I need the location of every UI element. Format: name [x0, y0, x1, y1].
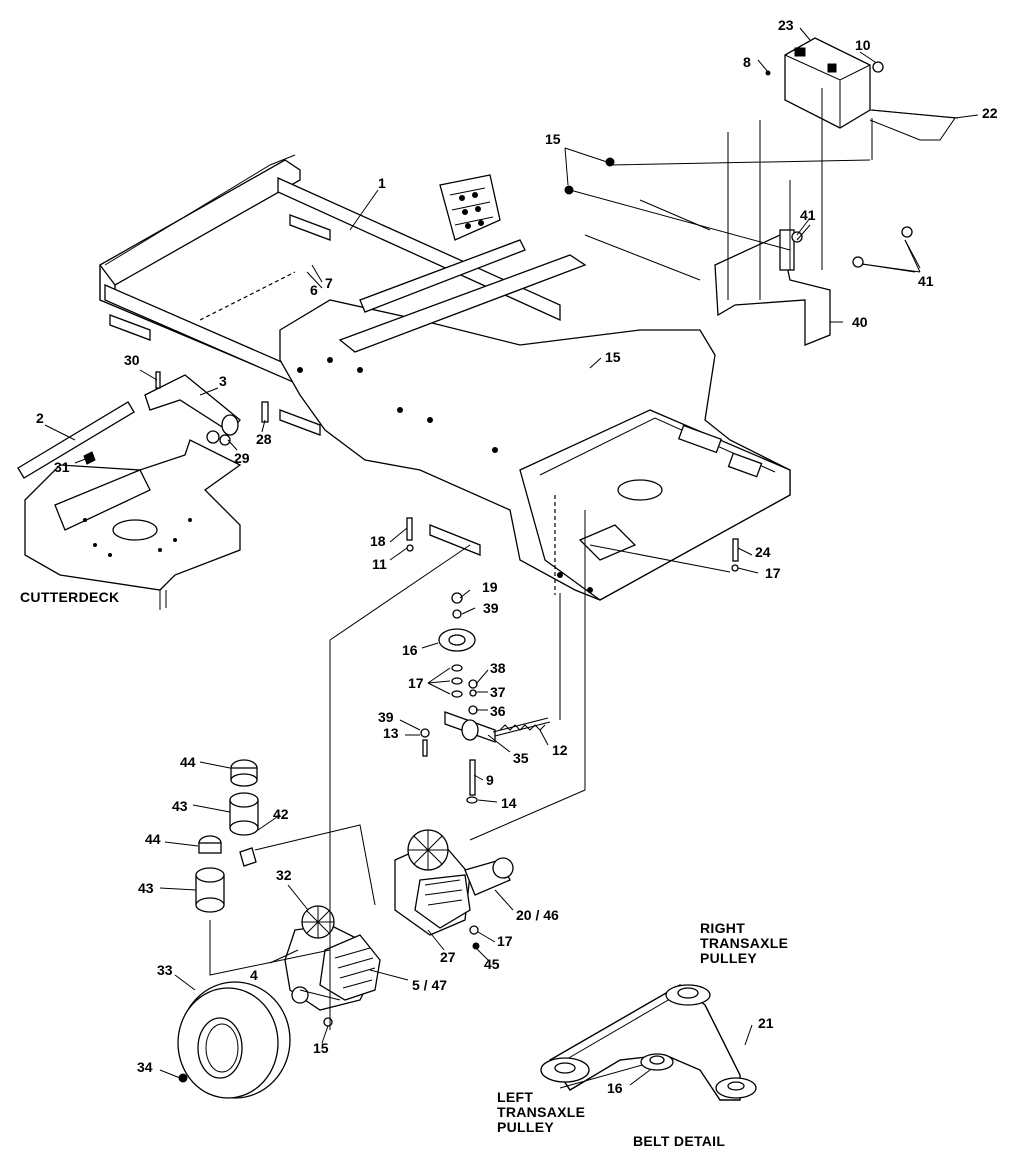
callout-17-idler: 17 [408, 675, 424, 691]
caster-wheels [195, 759, 259, 913]
callout-15-bottom: 15 [313, 1040, 329, 1056]
callout-21: 21 [758, 1015, 774, 1031]
cutterdeck [24, 439, 242, 610]
leader-lines [44, 27, 979, 1086]
callout-11: 11 [372, 556, 387, 572]
callout-15-mid: 15 [605, 349, 621, 365]
callout-labels: 1 2 3 4 5 / 47 6 7 8 9 10 11 12 13 14 15… [36, 17, 998, 1096]
callout-44-lower: 44 [145, 831, 161, 847]
callout-42: 42 [273, 806, 289, 822]
idler-assembly [406, 517, 739, 804]
callout-34: 34 [137, 1059, 153, 1075]
callout-2: 2 [36, 410, 44, 426]
callout-36: 36 [490, 703, 506, 719]
callout-3: 3 [219, 373, 227, 389]
callout-9: 9 [486, 772, 494, 788]
left-transaxle [284, 905, 381, 1027]
callout-41-right: 41 [918, 273, 934, 289]
right-transaxle [394, 829, 514, 950]
drive-tire [177, 981, 291, 1099]
callout-24: 24 [755, 544, 771, 560]
callout-17-axle: 17 [497, 933, 513, 949]
callout-27: 27 [440, 949, 456, 965]
callout-45: 45 [484, 956, 500, 972]
callout-32: 32 [276, 867, 292, 883]
callout-17-frame: 17 [765, 565, 781, 581]
main-frame [99, 154, 791, 601]
callout-23: 23 [778, 17, 794, 33]
deck-lift-linkage [17, 371, 269, 479]
callout-8: 8 [743, 54, 751, 70]
callout-12: 12 [552, 742, 568, 758]
callout-31: 31 [54, 459, 70, 475]
callout-37: 37 [490, 684, 506, 700]
callout-16-belt: 16 [607, 1080, 623, 1096]
callout-30: 30 [124, 352, 140, 368]
callout-4: 4 [250, 967, 258, 983]
callout-6: 6 [310, 282, 318, 298]
callout-1: 1 [378, 175, 386, 191]
callout-7: 7 [325, 275, 333, 291]
callout-35: 35 [513, 750, 529, 766]
callout-5-47: 5 / 47 [412, 977, 447, 993]
callout-15-top: 15 [545, 131, 561, 147]
callout-41-top: 41 [800, 207, 816, 223]
callout-18: 18 [370, 533, 386, 549]
callout-38: 38 [490, 660, 506, 676]
callout-44-upper: 44 [180, 754, 196, 770]
reference-lines [199, 88, 921, 1030]
left-pulley-caption-line-1: LEFT [497, 1089, 533, 1105]
callout-14: 14 [501, 795, 517, 811]
right-pulley-caption-line-1: RIGHT [700, 920, 745, 936]
callout-39-idler: 39 [483, 600, 499, 616]
captions: CUTTERDECK RIGHT TRANSAXLE PULLEY LEFT T… [20, 589, 788, 1149]
callout-19: 19 [482, 579, 498, 595]
fuel-tank [765, 37, 959, 141]
left-pulley-caption-line-3: PULLEY [497, 1119, 554, 1135]
callout-28: 28 [256, 431, 272, 447]
callout-13: 13 [383, 725, 399, 741]
cutterdeck-caption: CUTTERDECK [20, 589, 119, 605]
belt-detail-caption: BELT DETAIL [633, 1133, 725, 1149]
callout-43-lower: 43 [138, 880, 154, 896]
callout-16-idler: 16 [402, 642, 418, 658]
belt-detail [540, 984, 757, 1101]
right-pulley-caption-line-2: TRANSAXLE [700, 935, 788, 951]
callout-43-upper: 43 [172, 798, 188, 814]
right-pulley-caption-line-3: PULLEY [700, 950, 757, 966]
callout-20-46: 20 / 46 [516, 907, 559, 923]
callout-33: 33 [157, 962, 173, 978]
callout-10: 10 [855, 37, 871, 53]
callout-29: 29 [234, 450, 250, 466]
callout-40: 40 [852, 314, 868, 330]
callout-39-side: 39 [378, 709, 394, 725]
left-pulley-caption-line-2: TRANSAXLE [497, 1104, 585, 1120]
callout-22: 22 [982, 105, 998, 121]
